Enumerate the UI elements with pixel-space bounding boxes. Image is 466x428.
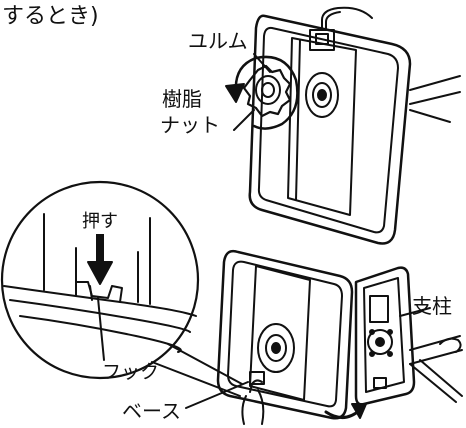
leader-post	[399, 307, 431, 317]
detail-circle	[0, 180, 200, 380]
leader-nut	[233, 109, 255, 131]
zoom-pointer-lower	[151, 361, 241, 397]
zoom-pointer-upper	[167, 343, 243, 385]
label-base: ベース	[122, 399, 181, 423]
label-nut: ナット	[160, 113, 220, 137]
base-panel	[216, 249, 354, 425]
post-assembly	[324, 266, 463, 419]
leader-hook	[97, 297, 105, 361]
leader-yulum	[253, 53, 271, 73]
label-hook: フック	[102, 361, 160, 383]
leader-base	[185, 381, 249, 409]
label-post: 支柱	[412, 294, 452, 318]
top-panel	[225, 6, 461, 245]
label-resin: 樹脂	[162, 87, 202, 111]
resin-nut	[242, 64, 292, 118]
label-loosen: ユルム	[188, 29, 248, 53]
label-push: 押す	[82, 211, 118, 232]
heading-fragment: するとき)	[2, 4, 99, 29]
